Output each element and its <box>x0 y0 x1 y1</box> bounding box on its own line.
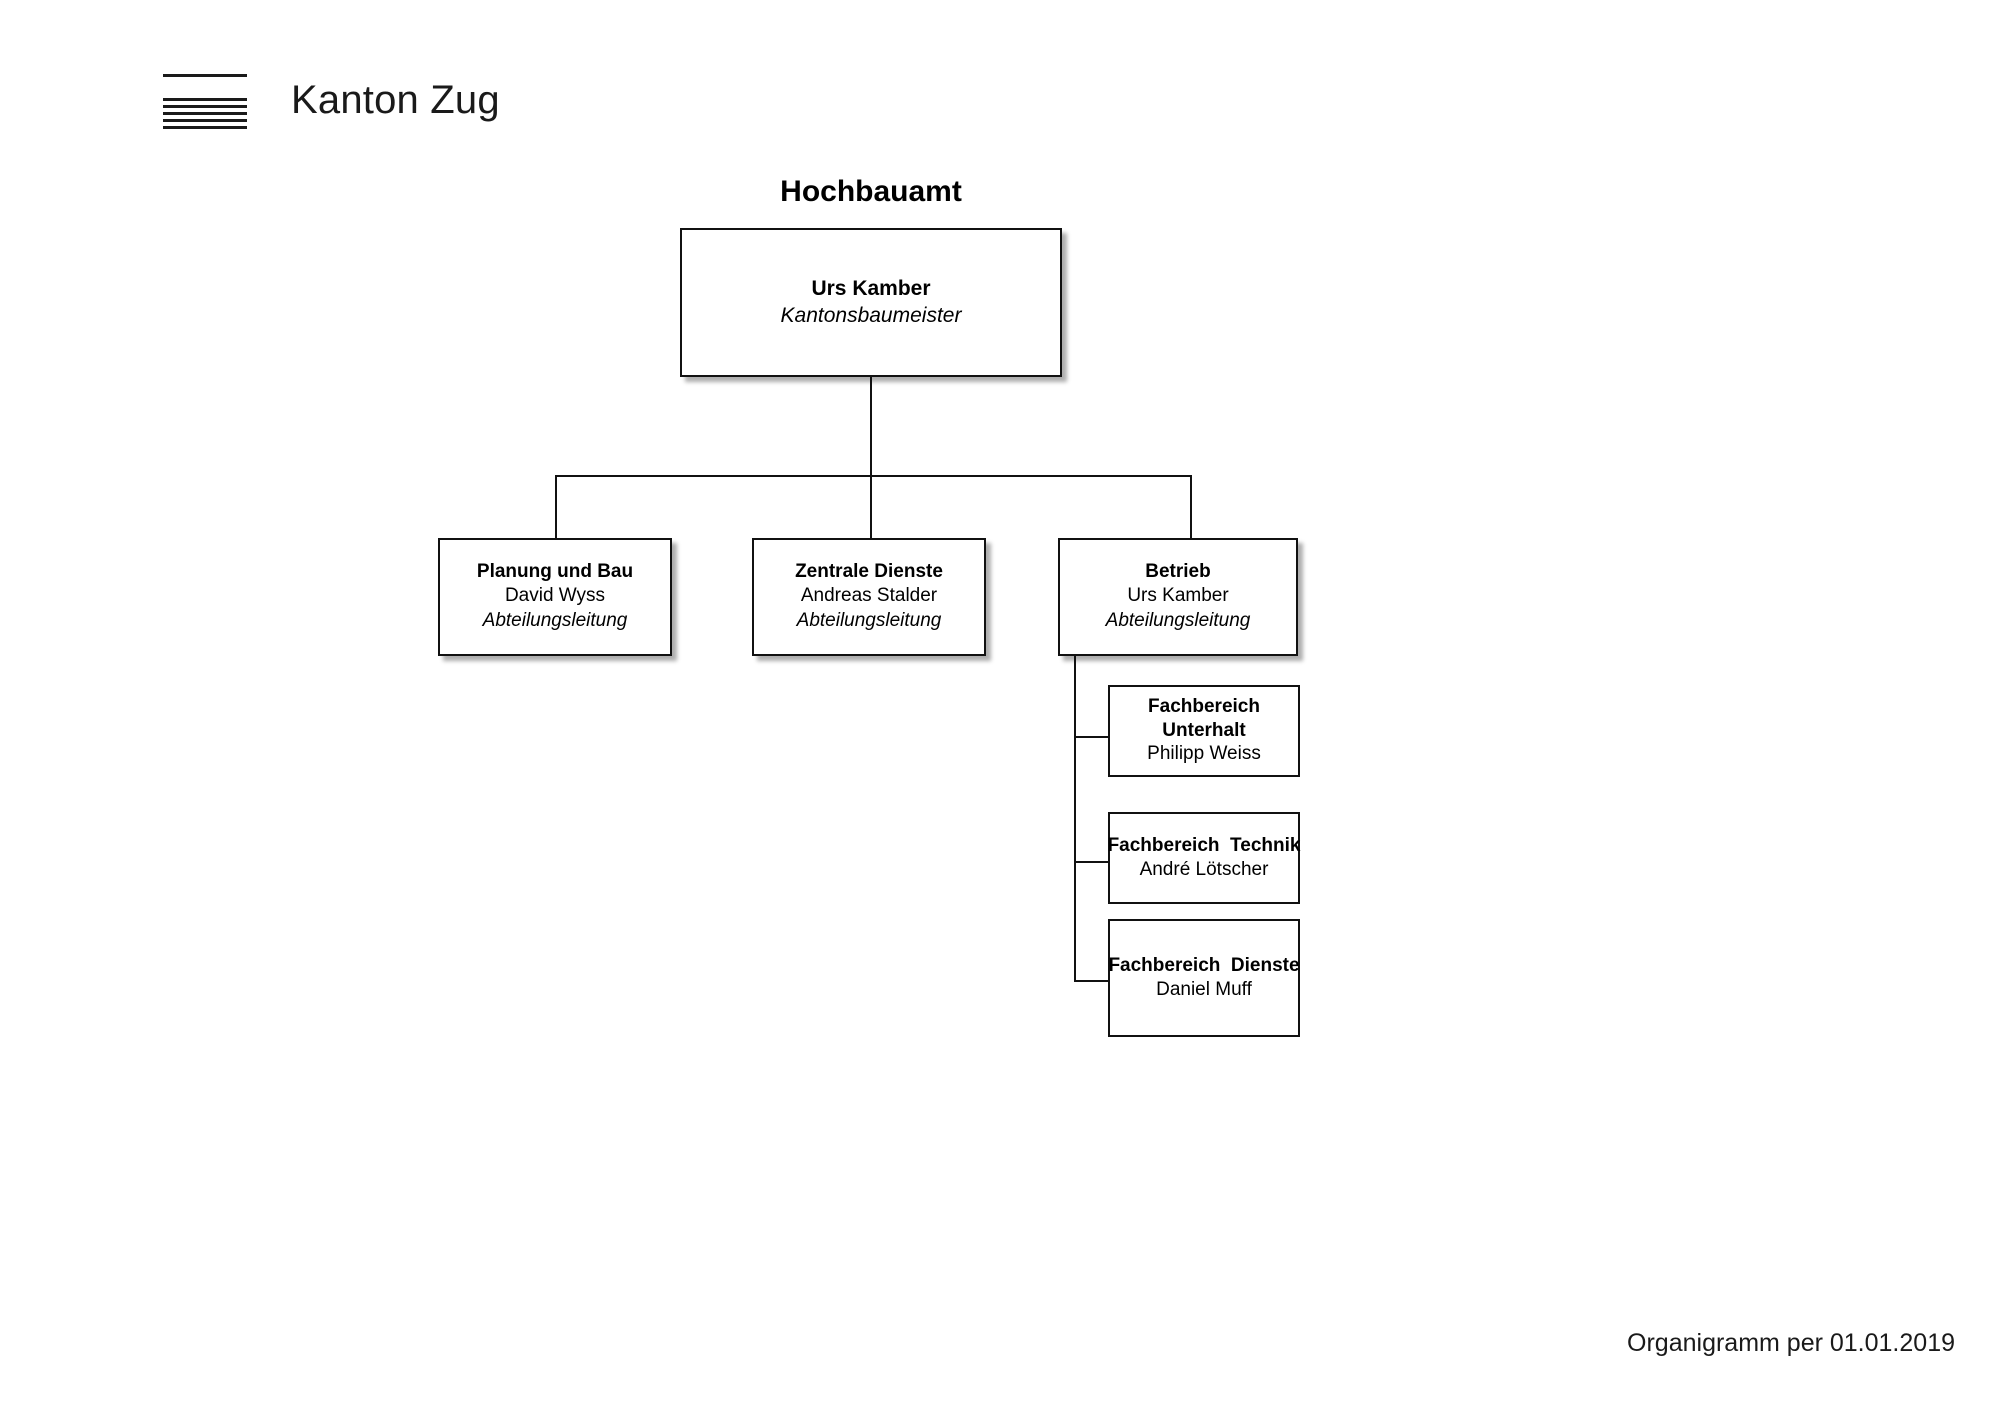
org-node-root[interactable]: Urs Kamber Kantonsbaumeister <box>680 228 1062 377</box>
chart-title: Hochbauamt <box>780 175 962 208</box>
org-node-planung-und-bau[interactable]: Planung und Bau David Wyss Abteilungslei… <box>438 538 672 656</box>
org-node-person: Andreas Stalder <box>800 585 938 607</box>
connector-level2-bus <box>555 475 1192 477</box>
org-node-person: Urs Kamber <box>1127 585 1229 607</box>
org-node-title: Zentrale Dienste <box>795 561 943 583</box>
org-node-role: Abteilungsleitung <box>796 609 942 631</box>
connector-stub-unit-1 <box>1074 736 1110 738</box>
org-node-role: Abteilungsleitung <box>482 609 628 631</box>
org-node-title: Fachbereich Unterhalt <box>1148 695 1260 741</box>
logo-line-1 <box>163 98 247 101</box>
logo-line-4 <box>163 119 247 122</box>
connector-drop-division-1 <box>555 475 557 538</box>
connector-betrieb-spine <box>1074 656 1076 982</box>
org-node-fachbereich-unterhalt[interactable]: Fachbereich Unterhalt Philipp Weiss <box>1108 685 1300 777</box>
org-node-person: Daniel Muff <box>1156 978 1252 1000</box>
org-node-title: Betrieb <box>1145 561 1211 583</box>
logo-line-5 <box>163 126 247 129</box>
org-node-title: Fachbereich Technik <box>1107 834 1301 856</box>
org-node-title: Urs Kamber <box>811 276 931 300</box>
org-node-person: André Lötscher <box>1139 858 1269 880</box>
kanton-zug-lines-logo-icon <box>163 70 247 130</box>
brand-header: Kanton Zug <box>163 70 500 130</box>
org-node-person: Philipp Weiss <box>1147 743 1261 765</box>
org-node-title: Planung und Bau <box>476 561 634 583</box>
connector-stub-unit-2 <box>1074 861 1110 863</box>
org-node-person: David Wyss <box>504 585 606 607</box>
org-node-betrieb[interactable]: Betrieb Urs Kamber Abteilungsleitung <box>1058 538 1298 656</box>
logo-line-2 <box>163 105 247 108</box>
connector-drop-division-2 <box>870 475 872 538</box>
org-node-fachbereich-dienste[interactable]: Fachbereich Dienste Daniel Muff <box>1108 919 1300 1037</box>
footer-note: Organigramm per 01.01.2019 <box>1627 1329 1955 1357</box>
org-node-role: Kantonsbaumeister <box>780 303 962 327</box>
connector-drop-division-3 <box>1190 475 1192 538</box>
org-node-role: Abteilungsleitung <box>1105 609 1251 631</box>
org-node-title: Fachbereich Dienste <box>1108 954 1300 976</box>
org-node-zentrale-dienste[interactable]: Zentrale Dienste Andreas Stalder Abteilu… <box>752 538 986 656</box>
logo-line-top <box>163 74 247 77</box>
brand-name: Kanton Zug <box>291 77 500 122</box>
org-node-fachbereich-technik[interactable]: Fachbereich Technik André Lötscher <box>1108 812 1300 904</box>
connector-stub-unit-3 <box>1074 980 1110 982</box>
logo-line-3 <box>163 112 247 115</box>
connector-root-stem <box>870 377 872 476</box>
